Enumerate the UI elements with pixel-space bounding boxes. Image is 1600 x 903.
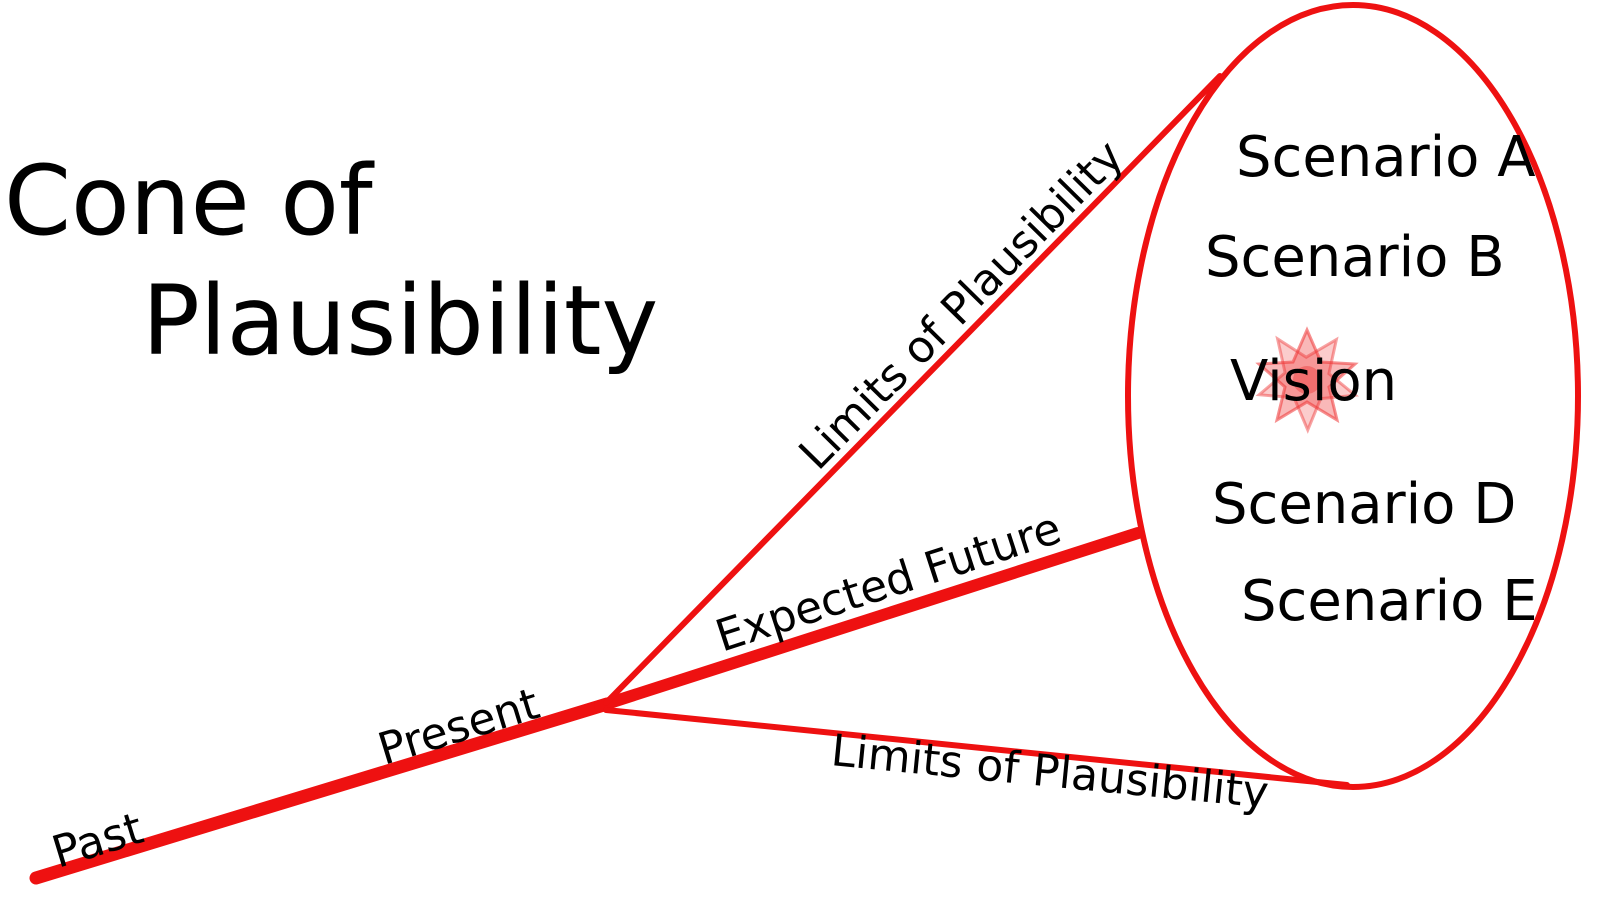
scenario-e-label: Scenario E: [1241, 569, 1538, 634]
expected-future-line: [594, 527, 1144, 712]
scenario-b-label: Scenario B: [1205, 225, 1505, 290]
lower-limits-label: Limits of Plausibility: [829, 725, 1271, 819]
past-label: Past: [46, 803, 149, 879]
present-label: Present: [372, 678, 545, 775]
futures-ellipse: [1125, 2, 1581, 790]
title-line-2: Plausibility: [142, 265, 658, 377]
lower-limit-line: [603, 707, 1350, 788]
vision-label: Vision: [1230, 349, 1397, 414]
scenario-d-label: Scenario D: [1212, 472, 1516, 537]
expected-future-label: Expected Future: [710, 503, 1068, 663]
vision-star-icon: [1255, 326, 1359, 434]
title-line-1: Cone of: [4, 145, 375, 257]
past-present-line: [29, 697, 614, 885]
upper-limit-line: [603, 73, 1223, 706]
scenario-a-label: Scenario A: [1236, 125, 1536, 190]
upper-limits-label: Limits of Plausibility: [789, 131, 1133, 480]
